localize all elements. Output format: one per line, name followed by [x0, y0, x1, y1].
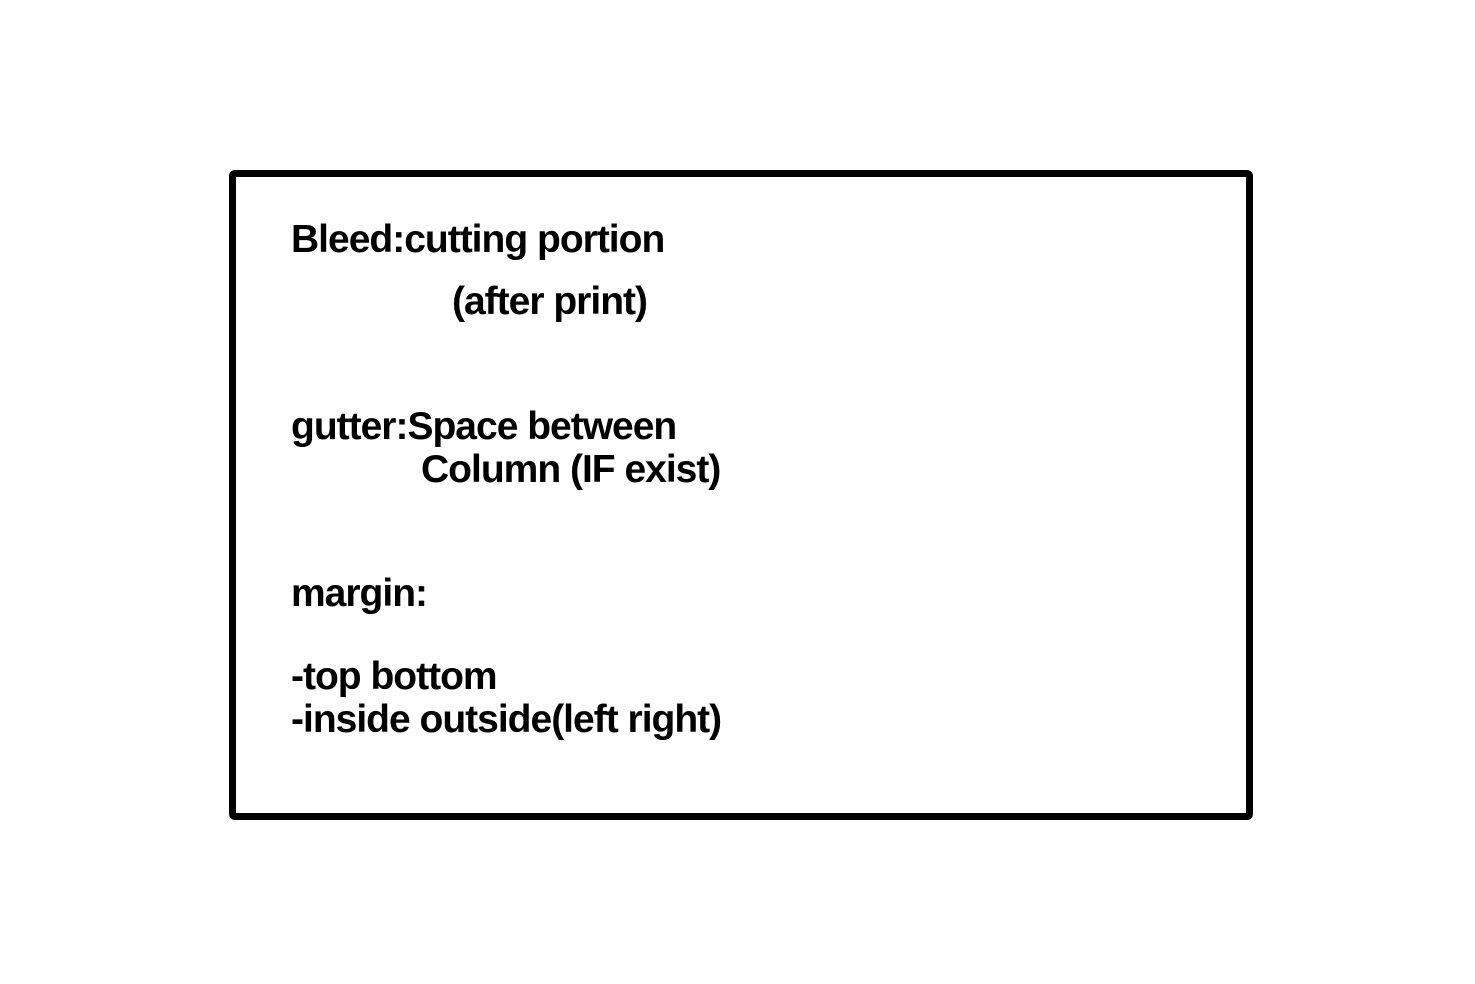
- margin-item-top-bottom: -top bottom: [291, 655, 498, 698]
- bleed-definition-continued: (after print): [452, 280, 648, 323]
- notes-box: [229, 170, 1253, 820]
- gutter-definition-continued: Column (IF exist): [421, 448, 721, 491]
- margin-item-inside-outside: -inside outside(left right): [291, 698, 722, 741]
- bleed-definition: Bleed:cutting portion: [291, 218, 665, 261]
- gutter-definition: gutter:Space between: [291, 405, 677, 448]
- margin-heading: margin:: [291, 572, 428, 615]
